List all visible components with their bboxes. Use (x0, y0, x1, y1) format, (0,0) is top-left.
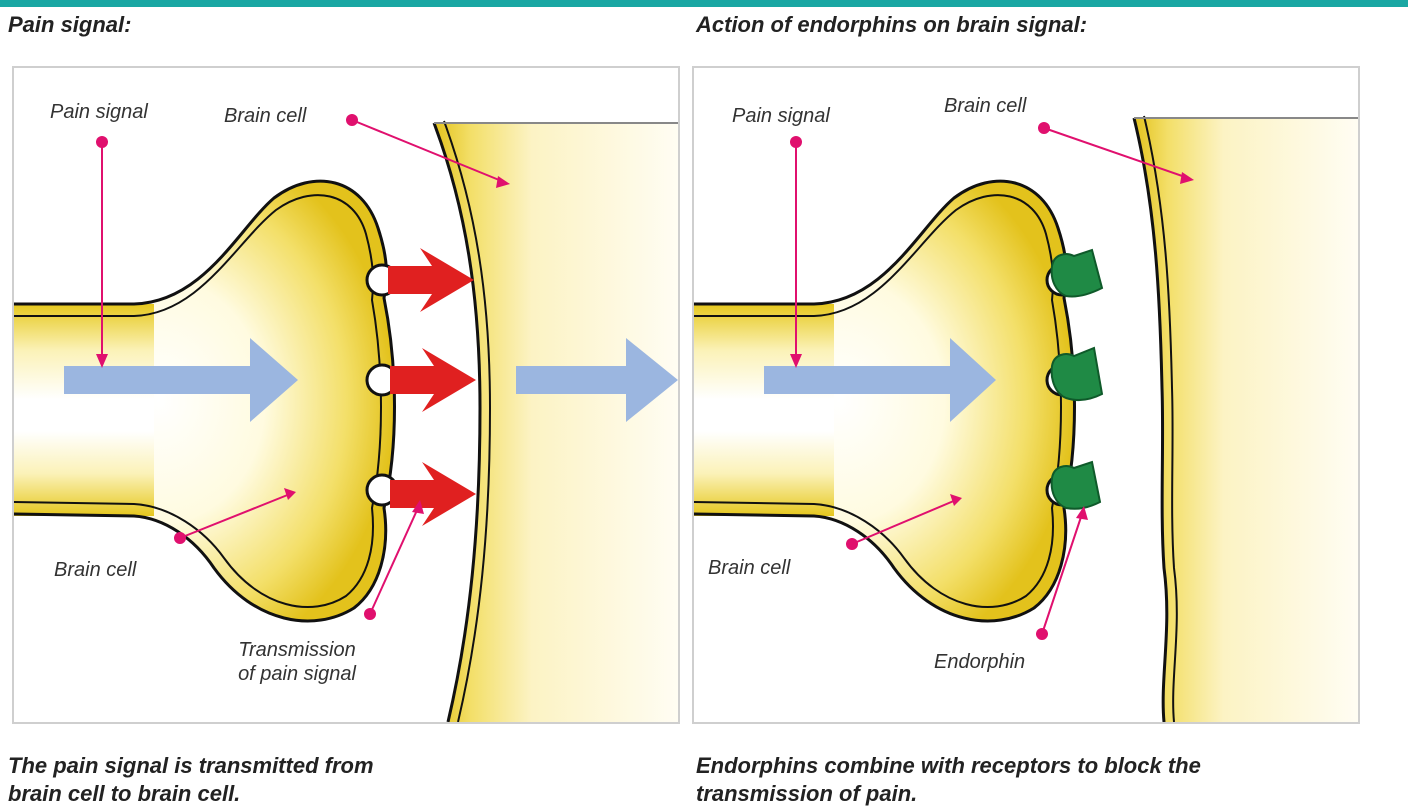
transmission-arrow-icon (388, 248, 474, 312)
brain-cell-top-label: Brain cell (944, 94, 1026, 118)
right-diagram-panel: Pain signal Brain cell Brain cell Endorp… (692, 66, 1360, 724)
right-heading: Action of endorphins on brain signal: (696, 12, 1087, 38)
brain-cell-bottom-label: Brain cell (708, 556, 790, 580)
transmission-label-line2: of pain signal (208, 662, 386, 686)
right-caption-line1: Endorphins combine with receptors to blo… (696, 752, 1201, 780)
pain-signal-label: Pain signal (50, 100, 148, 124)
pain-signal-label: Pain signal (732, 104, 830, 128)
endorphin-label: Endorphin (934, 650, 1025, 674)
brain-cell-bottom-label: Brain cell (54, 558, 136, 582)
right-caption-line2: transmission of pain. (696, 780, 1201, 808)
transmission-label: Transmission of pain signal (208, 638, 386, 686)
left-caption-line1: The pain signal is transmitted from (8, 752, 374, 780)
pain-signal-diagram (14, 68, 678, 722)
endorphin-icon (1052, 250, 1102, 297)
left-diagram-panel: Pain signal Brain cell Brain cell Transm… (12, 66, 680, 724)
right-caption: Endorphins combine with receptors to blo… (696, 752, 1201, 808)
top-accent-bar (0, 0, 1408, 7)
left-heading: Pain signal: (8, 12, 131, 38)
left-caption-line2: brain cell to brain cell. (8, 780, 374, 808)
transmission-label-line1: Transmission (208, 638, 386, 662)
endorphin-icon (1052, 348, 1102, 400)
endorphin-icon (1052, 462, 1100, 509)
left-caption: The pain signal is transmitted from brai… (8, 752, 374, 808)
transmission-arrow-icon (390, 348, 476, 412)
brain-cell-top-label: Brain cell (224, 104, 306, 128)
endorphin-action-diagram (694, 68, 1358, 722)
transmission-arrow-icon (390, 462, 476, 526)
